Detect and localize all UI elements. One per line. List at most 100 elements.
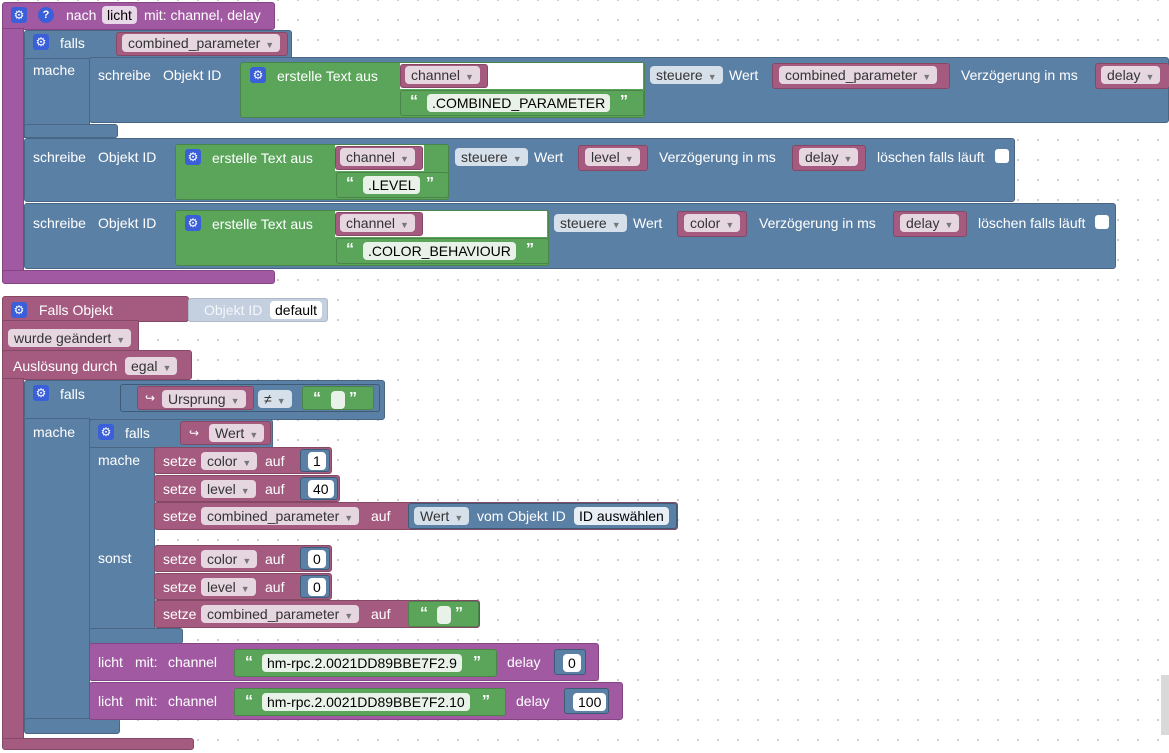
trigger-by-dropdown[interactable]: egal▼ [125,357,178,375]
number-field[interactable]: 100 [573,693,607,711]
variable-dropdown[interactable]: level▼ [201,480,256,498]
channel-label: channel [168,693,218,709]
delay-label: Verzögerung in ms [659,149,776,165]
clear-if-running-checkbox[interactable] [1095,215,1109,229]
channel-dropdown[interactable]: channel▼ [405,66,480,84]
variable-dropdown[interactable]: delay▼ [799,148,859,166]
function-name-field[interactable]: licht [102,6,137,24]
variable-dropdown[interactable]: color▼ [201,550,258,568]
value-dropdown[interactable]: Wert▼ [209,424,265,442]
gear-icon[interactable]: ⚙ [11,302,27,318]
auf-label: auf [371,606,391,622]
delay-label: delay [507,654,541,670]
from-object-label: vom Objekt ID [477,508,566,524]
schreibe-label: schreibe [33,149,86,165]
with-label: mit: [135,654,158,670]
gear-icon[interactable]: ⚙ [33,34,49,50]
objekt-id-label: Objekt ID [204,302,263,318]
number-field[interactable]: 40 [308,480,334,498]
empty-text-field[interactable] [437,606,451,624]
number-field[interactable]: 0 [308,550,326,568]
quote-close-icon: ” [482,693,490,710]
quote-open-icon: “ [313,390,321,407]
object-id-field[interactable]: default [270,301,323,319]
text-field[interactable]: hm-rpc.2.0021DD89BBE7F2.9 [262,654,462,672]
quote-close-icon: ” [620,93,628,110]
quote-open-icon: “ [420,605,428,622]
text-field[interactable]: hm-rpc.2.0021DD89BBE7F2.10 [262,693,470,711]
variable-dropdown[interactable]: color▼ [201,452,258,470]
schreibe-label: schreibe [33,215,86,231]
delay-label: Verzögerung in ms [759,215,876,231]
auf-label: auf [265,551,285,567]
quote-close-icon: ” [473,654,481,671]
wert-label: Wert [633,215,663,231]
variable-dropdown[interactable]: combined_parameter▼ [122,34,281,52]
help-icon[interactable]: ? [38,7,54,23]
variable-dropdown[interactable]: color▼ [684,214,741,232]
delay-label: delay [516,693,550,709]
channel-dropdown[interactable]: channel▼ [340,214,415,232]
gear-icon[interactable]: ⚙ [250,67,266,83]
setze-label: setze [163,551,197,567]
variable-dropdown[interactable]: delay▼ [900,214,960,232]
create-text-label: erstelle Text aus [277,68,378,84]
function-params: mit: channel, delay [144,7,261,23]
mache-label: mache [33,424,76,440]
id-select-field[interactable]: ID auswählen [574,507,669,525]
objekt-id-label: Objekt ID [163,67,222,83]
gear-icon[interactable]: ⚙ [185,149,201,165]
auf-label: auf [265,481,285,497]
quote-close-icon: ” [426,175,434,192]
quote-open-icon: “ [346,175,354,192]
auf-label: auf [371,508,391,524]
gear-icon[interactable]: ⚙ [11,7,27,23]
quote-open-icon: “ [245,654,253,671]
number-field[interactable]: 0 [563,654,581,672]
steuere-dropdown[interactable]: steuere▼ [554,214,627,232]
empty-text-field[interactable] [331,391,345,409]
origin-dropdown[interactable]: Ursprung▼ [162,390,246,408]
variable-dropdown[interactable]: delay▼ [1101,66,1161,84]
wert-label: Wert [729,67,759,83]
setze-label: setze [163,606,197,622]
mache-label: mache [33,62,76,78]
number-field[interactable]: 1 [308,452,326,470]
text-field[interactable]: .COMBINED_PARAMETER [427,94,611,112]
delay-label: Verzögerung in ms [961,67,1078,83]
quote-open-icon: “ [245,693,253,710]
steuere-dropdown[interactable]: steuere▼ [650,66,723,84]
objekt-id-label: Objekt ID [98,215,157,231]
channel-label: channel [168,654,218,670]
variable-dropdown[interactable]: level▼ [201,578,256,596]
value-type-dropdown[interactable]: Wert▼ [414,507,470,525]
procedure-name: licht [98,654,123,670]
auf-label: auf [265,453,285,469]
gear-icon[interactable]: ⚙ [185,215,201,231]
quote-open-icon: “ [410,93,418,110]
procedure-name: licht [98,693,123,709]
scrollbar[interactable] [1161,675,1169,735]
clear-if-running-checkbox[interactable] [995,149,1009,163]
change-type-dropdown[interactable]: wurde geändert▼ [8,329,132,347]
falls-label: falls [125,425,150,441]
objekt-id-label: Objekt ID [98,149,157,165]
variable-dropdown[interactable]: combined_parameter▼ [779,66,938,84]
variable-dropdown[interactable]: combined_parameter▼ [201,605,360,623]
operator-dropdown[interactable]: ≠▼ [258,390,292,408]
channel-dropdown[interactable]: channel▼ [340,148,415,166]
variable-dropdown[interactable]: level▼ [585,148,640,166]
steuere-dropdown[interactable]: steuere▼ [455,148,528,166]
variable-dropdown[interactable]: combined_parameter▼ [201,507,360,525]
arrow-icon: ↪ [189,426,200,440]
quote-open-icon: “ [346,241,354,258]
falls-label: falls [60,386,85,402]
sonst-label: sonst [98,550,132,566]
text-field[interactable]: .LEVEL [363,176,421,194]
number-field[interactable]: 0 [308,578,326,596]
gear-icon[interactable]: ⚙ [98,424,114,440]
text-field[interactable]: .COLOR_BEHAVIOUR [363,242,516,260]
gear-icon[interactable]: ⚙ [33,385,49,401]
setze-label: setze [163,453,197,469]
trigger-by-label: Auslösung durch [13,358,118,374]
